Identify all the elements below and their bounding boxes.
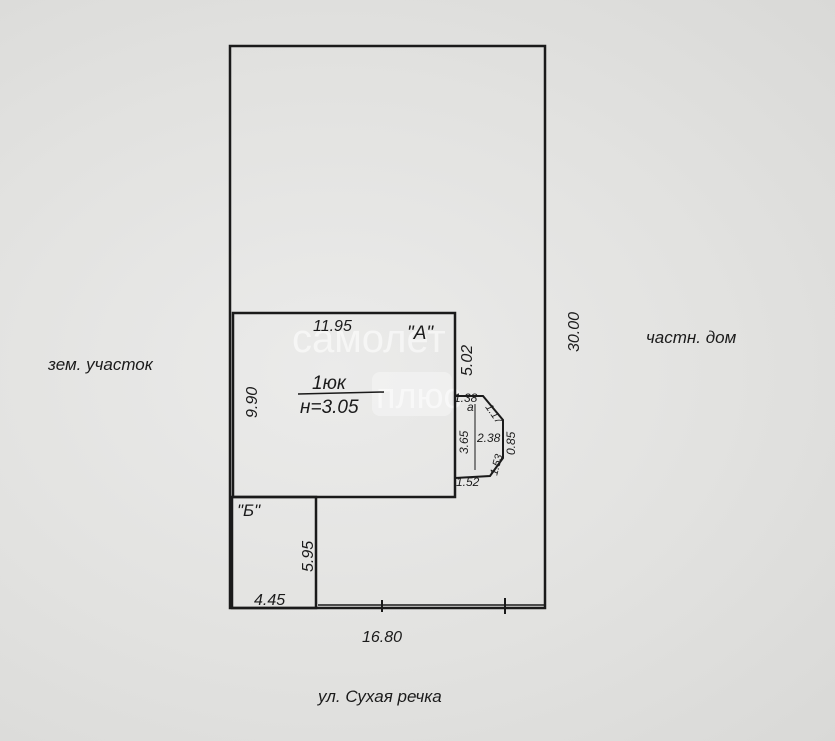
- room-label: 1юк: [312, 373, 347, 394]
- watermark-brand: самолет: [292, 317, 446, 361]
- bay-outline: [454, 395, 504, 479]
- bay-right-dim: 0.85: [504, 431, 518, 455]
- neighbor-left-label: зем. участок: [47, 355, 154, 374]
- building-a-tag: "А": [407, 323, 434, 344]
- plot-depth-dim: 30.00: [566, 312, 583, 352]
- building-a-outline: [231, 311, 457, 499]
- bay-top-dim: 1.38: [454, 391, 478, 405]
- watermark-badge: [372, 372, 452, 416]
- ceiling-label: н=3.05: [300, 397, 359, 418]
- bay-diag-top-dim: 1.17: [483, 402, 506, 427]
- watermark: самолет плюс: [292, 317, 462, 416]
- bay-inner-dim: 2.38: [476, 431, 501, 445]
- building-b-tag: "Б": [237, 501, 261, 520]
- building-b-outline: [230, 495, 318, 610]
- bay-diag-bottom-dim: 1.53: [488, 452, 505, 477]
- building-b-width-dim: 4.45: [254, 592, 285, 609]
- room-fraction-line: [297, 391, 385, 395]
- building-a-side-dim: 5.02: [459, 345, 476, 376]
- building-b-height-dim: 5.95: [300, 541, 317, 572]
- bay-bottom-dim: 1.52: [456, 475, 480, 489]
- street-label: ул. Сухая речка: [317, 687, 442, 706]
- building-a-depth-dim: 9.90: [244, 387, 261, 418]
- neighbor-right-label: частн. дом: [646, 328, 737, 347]
- building-a-width-dim: 11.95: [313, 318, 352, 335]
- bay-letter: а: [467, 400, 474, 414]
- bay-left-dim: 3.65: [457, 430, 471, 454]
- plot-width-dim: 16.80: [362, 629, 402, 646]
- watermark-sub: плюс: [376, 375, 462, 416]
- plot-boundary: [228, 44, 547, 610]
